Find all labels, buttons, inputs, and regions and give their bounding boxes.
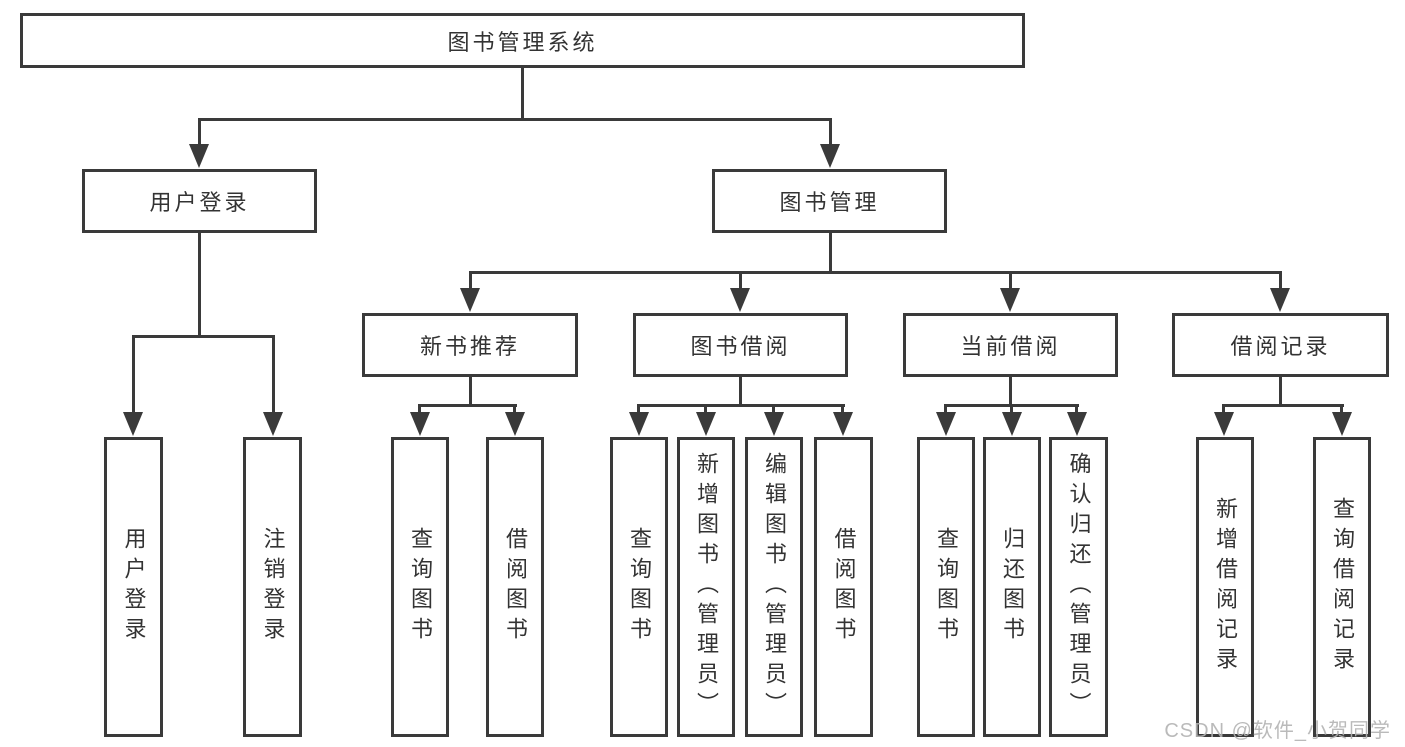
- connector-user-login-stub: [198, 233, 201, 337]
- arrow-down-icon: [1270, 288, 1290, 312]
- leaf-query-books-recommend: 查询图书: [391, 437, 449, 737]
- arrow-down-icon: [936, 412, 956, 436]
- connector-user-login-branch: [132, 335, 275, 338]
- node-new-book-recommend: 新书推荐: [362, 313, 578, 377]
- connector-arrow-stem: [772, 404, 775, 416]
- arrow-down-icon: [263, 412, 283, 436]
- node-book-management: 图书管理: [712, 169, 947, 233]
- arrow-down-icon: [1067, 412, 1087, 436]
- leaf-borrow-books-label: 借阅图书: [831, 527, 857, 647]
- leaf-query-borrow-record: 查询借阅记录: [1313, 437, 1371, 737]
- connector-arrow-stem: [841, 404, 844, 416]
- leaf-query-borrow-record-label: 查询借阅记录: [1330, 497, 1355, 677]
- connector-arrow-stem: [829, 118, 832, 148]
- arrow-down-icon: [1000, 288, 1020, 312]
- leaf-return-books-label: 归还图书: [1000, 527, 1025, 647]
- node-user-login-label: 用户登录: [149, 190, 250, 215]
- connector-arrow-stem: [637, 404, 640, 416]
- leaf-query-books-current-label: 查询图书: [934, 527, 959, 647]
- arrow-down-icon: [505, 412, 525, 436]
- connector-arrow-stem: [132, 335, 135, 415]
- leaf-add-book-admin-label: 新增图书（管理员）: [694, 452, 719, 722]
- leaf-borrow-books-recommend-label: 借阅图书: [503, 527, 528, 647]
- connector-stub: [469, 377, 472, 406]
- leaf-add-borrow-record-label: 新增借阅记录: [1213, 497, 1238, 677]
- leaf-return-books: 归还图书: [983, 437, 1041, 737]
- leaf-query-books-borrow: 查询图书: [610, 437, 668, 737]
- node-borrow-records-label: 借阅记录: [1230, 334, 1331, 359]
- connector-stub: [1009, 377, 1012, 406]
- connector-arrow-stem: [1222, 404, 1225, 416]
- leaf-query-books-current: 查询图书: [917, 437, 975, 737]
- node-root-label: 图书管理系统: [447, 29, 598, 55]
- node-borrow-records: 借阅记录: [1172, 313, 1389, 377]
- connector-branch: [638, 404, 845, 407]
- arrow-down-icon: [460, 288, 480, 312]
- connector-branch: [419, 404, 517, 407]
- connector-stub: [1279, 377, 1282, 406]
- leaf-logout-label: 注销登录: [260, 527, 286, 647]
- connector-arrow-stem: [469, 271, 472, 293]
- node-root: 图书管理系统: [20, 13, 1025, 68]
- arrow-down-icon: [1214, 412, 1234, 436]
- leaf-logout: 注销登录: [243, 437, 302, 737]
- node-user-login: 用户登录: [82, 169, 317, 233]
- leaf-edit-book-admin: 编辑图书（管理员）: [745, 437, 803, 737]
- node-current-borrow-label: 当前借阅: [960, 334, 1061, 359]
- leaf-borrow-books: 借阅图书: [814, 437, 873, 737]
- connector-arrow-stem: [1279, 271, 1282, 293]
- leaf-add-borrow-record: 新增借阅记录: [1196, 437, 1254, 737]
- arrow-down-icon: [696, 412, 716, 436]
- connector-arrow-stem: [944, 404, 947, 416]
- arrow-down-icon: [833, 412, 853, 436]
- connector-arrow-stem: [272, 335, 275, 415]
- connector-branch: [1223, 404, 1344, 407]
- connector-arrow-stem: [1010, 404, 1013, 416]
- connector-arrow-stem: [418, 404, 421, 416]
- connector-level3-branch: [469, 271, 1282, 274]
- connector-arrow-stem: [198, 118, 201, 148]
- connector-stub: [739, 377, 742, 406]
- connector-arrow-stem: [1009, 271, 1012, 293]
- arrow-down-icon: [1332, 412, 1352, 436]
- leaf-borrow-books-recommend: 借阅图书: [486, 437, 544, 737]
- node-current-borrow: 当前借阅: [903, 313, 1118, 377]
- node-book-borrow-label: 图书借阅: [690, 334, 791, 359]
- connector-arrow-stem: [513, 404, 516, 416]
- connector-level2-branch: [198, 118, 832, 121]
- leaf-add-book-admin: 新增图书（管理员）: [677, 437, 735, 737]
- leaf-user-login-label: 用户登录: [121, 527, 147, 647]
- connector-book-management-stub: [829, 233, 832, 273]
- arrow-down-icon: [764, 412, 784, 436]
- leaf-query-books-borrow-label: 查询图书: [627, 527, 652, 647]
- arrow-down-icon: [730, 288, 750, 312]
- leaf-edit-book-admin-label: 编辑图书（管理员）: [762, 452, 787, 722]
- node-new-book-recommend-label: 新书推荐: [419, 334, 520, 359]
- connector-arrow-stem: [1075, 404, 1078, 416]
- arrow-down-icon: [189, 144, 209, 168]
- csdn-watermark: CSDN @软件_小贺同学: [1164, 720, 1391, 742]
- node-book-management-label: 图书管理: [779, 190, 880, 215]
- connector-root-stub: [521, 68, 524, 120]
- arrow-down-icon: [629, 412, 649, 436]
- leaf-query-books-recommend-label: 查询图书: [408, 527, 433, 647]
- arrow-down-icon: [410, 412, 430, 436]
- leaf-confirm-return-admin: 确认归还（管理员）: [1049, 437, 1108, 737]
- arrow-down-icon: [1002, 412, 1022, 436]
- arrow-down-icon: [123, 412, 143, 436]
- node-book-borrow: 图书借阅: [633, 313, 848, 377]
- leaf-user-login: 用户登录: [104, 437, 163, 737]
- connector-arrow-stem: [739, 271, 742, 293]
- leaf-confirm-return-admin-label: 确认归还（管理员）: [1066, 452, 1092, 722]
- connector-arrow-stem: [1340, 404, 1343, 416]
- connector-arrow-stem: [704, 404, 707, 416]
- arrow-down-icon: [820, 144, 840, 168]
